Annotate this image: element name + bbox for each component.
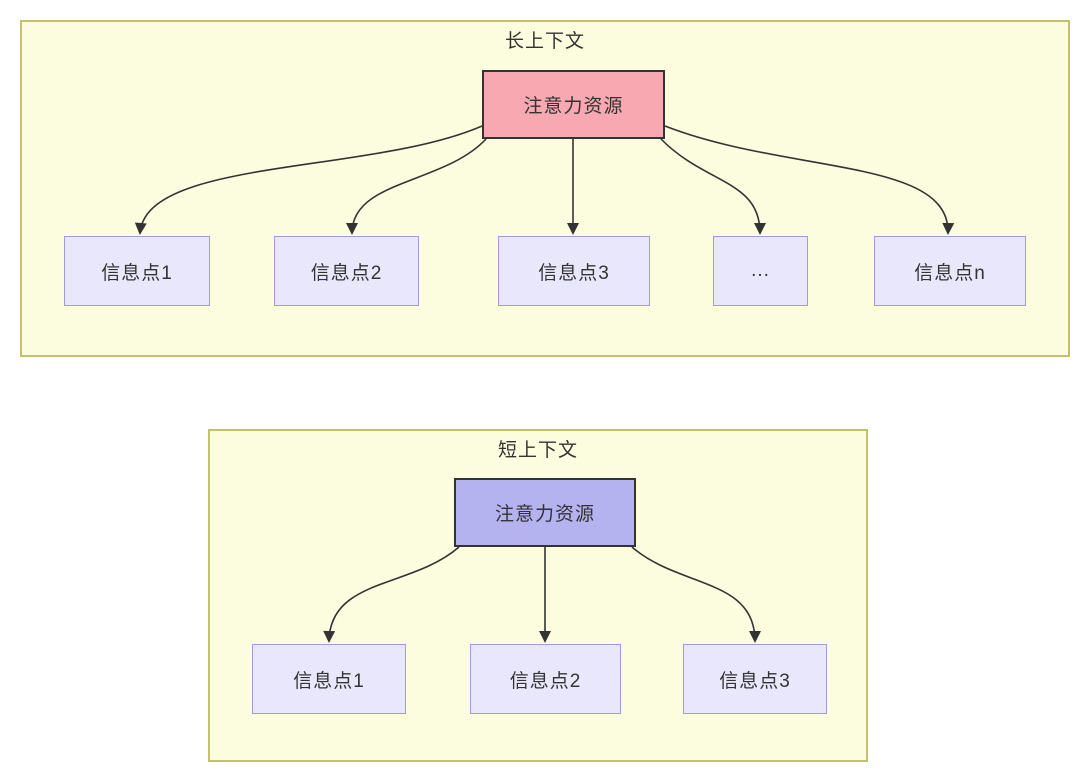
long-info-point-1-label: 信息点1 [101,262,173,284]
long-info-point-ellipsis-box: ... [713,236,808,306]
short-info-point-1-label: 信息点1 [293,670,365,692]
long-attention-resource-box: 注意力资源 [482,70,665,139]
short-info-point-3-box: 信息点3 [683,644,827,714]
long-info-point-2-label: 信息点2 [310,262,383,284]
long-info-point-n-box: 信息点n [874,236,1026,306]
short-context-title: 短上下文 [497,440,578,461]
short-attention-resource-box: 注意力资源 [454,478,636,547]
long-info-point-ellipsis-label: ... [751,260,770,281]
long-attention-resource-label: 注意力资源 [523,96,624,117]
short-info-point-2-box: 信息点2 [470,644,621,714]
long-info-point-3-label: 信息点3 [538,262,610,284]
short-info-point-1-box: 信息点1 [252,644,406,714]
long-context-title: 长上下文 [504,31,585,52]
long-info-point-3-box: 信息点3 [498,236,650,306]
long-info-point-n-label: 信息点n [914,262,986,284]
short-info-point-3-label: 信息点3 [719,670,791,692]
short-info-point-2-label: 信息点2 [509,670,582,692]
long-info-point-1-box: 信息点1 [64,236,210,306]
short-attention-resource-label: 注意力资源 [494,504,595,525]
long-info-point-2-box: 信息点2 [274,236,419,306]
